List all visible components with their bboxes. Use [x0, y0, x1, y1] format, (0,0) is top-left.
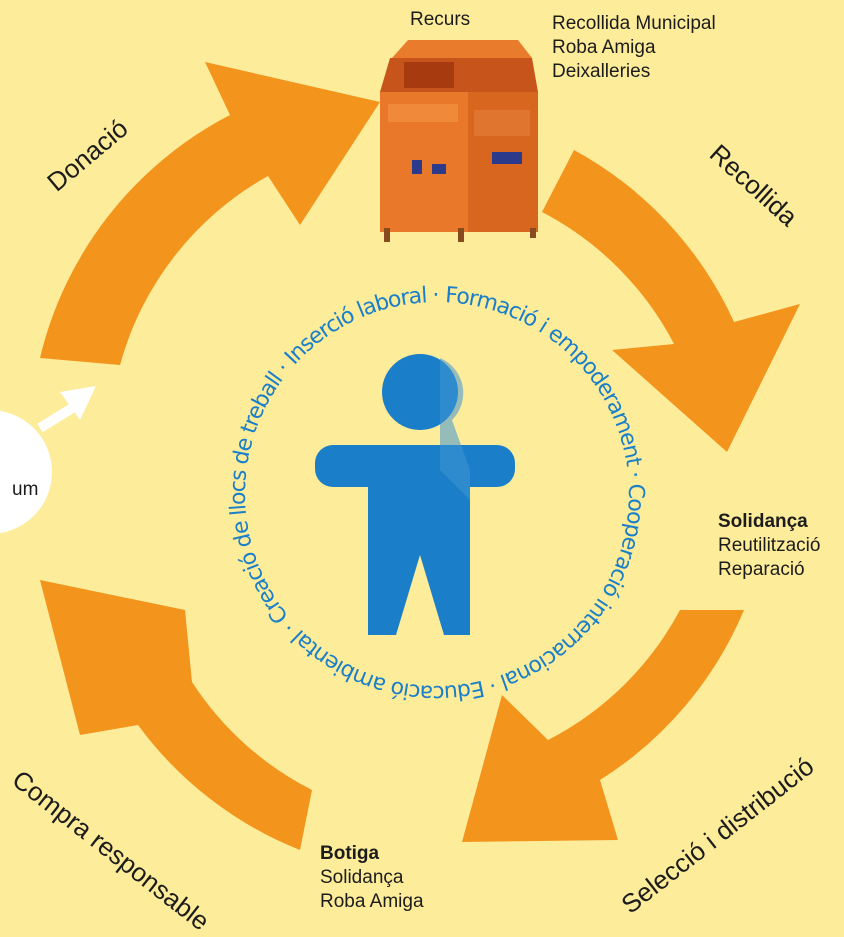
person-icon	[315, 354, 515, 635]
arrow-donacio	[40, 62, 380, 365]
botiga-item: Solidança	[320, 867, 404, 888]
recurs-label: Recurs	[410, 9, 471, 30]
clothing-container-icon	[380, 40, 538, 242]
collection-point: Recollida Municipal	[552, 13, 716, 34]
left-fragment-text: um	[12, 479, 39, 500]
collection-point: Roba Amiga	[552, 37, 656, 58]
botiga-item: Roba Amiga	[320, 891, 424, 912]
arrow-seleccio	[462, 610, 744, 842]
solidanca-item: Reutilització	[718, 535, 821, 556]
solidanca-block: Solidança Reutilització Reparació	[718, 510, 820, 582]
collection-point: Deixalleries	[552, 61, 651, 82]
male-symbol-arrowhead	[60, 386, 96, 420]
solidanca-item: Reparació	[718, 559, 805, 580]
arrow-compra	[40, 580, 312, 850]
left-circle	[0, 410, 52, 534]
botiga-title: Botiga	[320, 843, 380, 864]
collection-points-list: Recollida Municipal Roba Amiga Deixaller…	[552, 12, 716, 84]
botiga-block: Botiga Solidança Roba Amiga	[320, 842, 424, 914]
solidanca-title: Solidança	[718, 511, 808, 532]
arrow-recollida	[542, 150, 800, 452]
